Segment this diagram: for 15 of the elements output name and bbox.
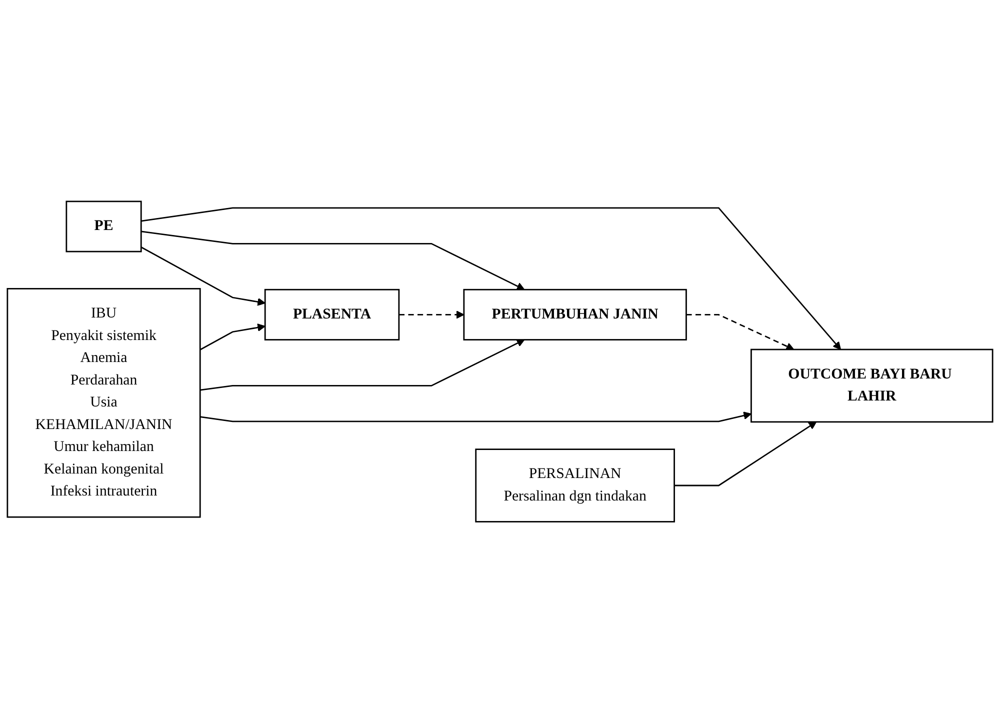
arrow xyxy=(674,422,817,487)
node-box: PE xyxy=(66,201,142,253)
arrow xyxy=(140,246,266,306)
arrow xyxy=(200,324,266,351)
arrow xyxy=(200,412,752,423)
node-box: PERTUMBUHAN JANIN xyxy=(463,289,687,341)
arrow xyxy=(141,208,842,350)
node-box: PLASENTA xyxy=(264,289,400,341)
arrow xyxy=(200,340,525,392)
node-box: OUTCOME BAYI BARU LAHIR xyxy=(750,349,994,424)
arrow xyxy=(686,314,794,351)
arrow xyxy=(141,231,525,290)
node-box: PERSALINAN Persalinan dgn tindakan xyxy=(475,449,675,523)
arrow xyxy=(398,311,464,320)
node-box: IBU Penyakit sistemik Anemia Perdarahan Usia KEHAMILAN/JANIN Umur kehamilan Kelainan kongenital Infeksi intrauterin xyxy=(6,288,201,518)
